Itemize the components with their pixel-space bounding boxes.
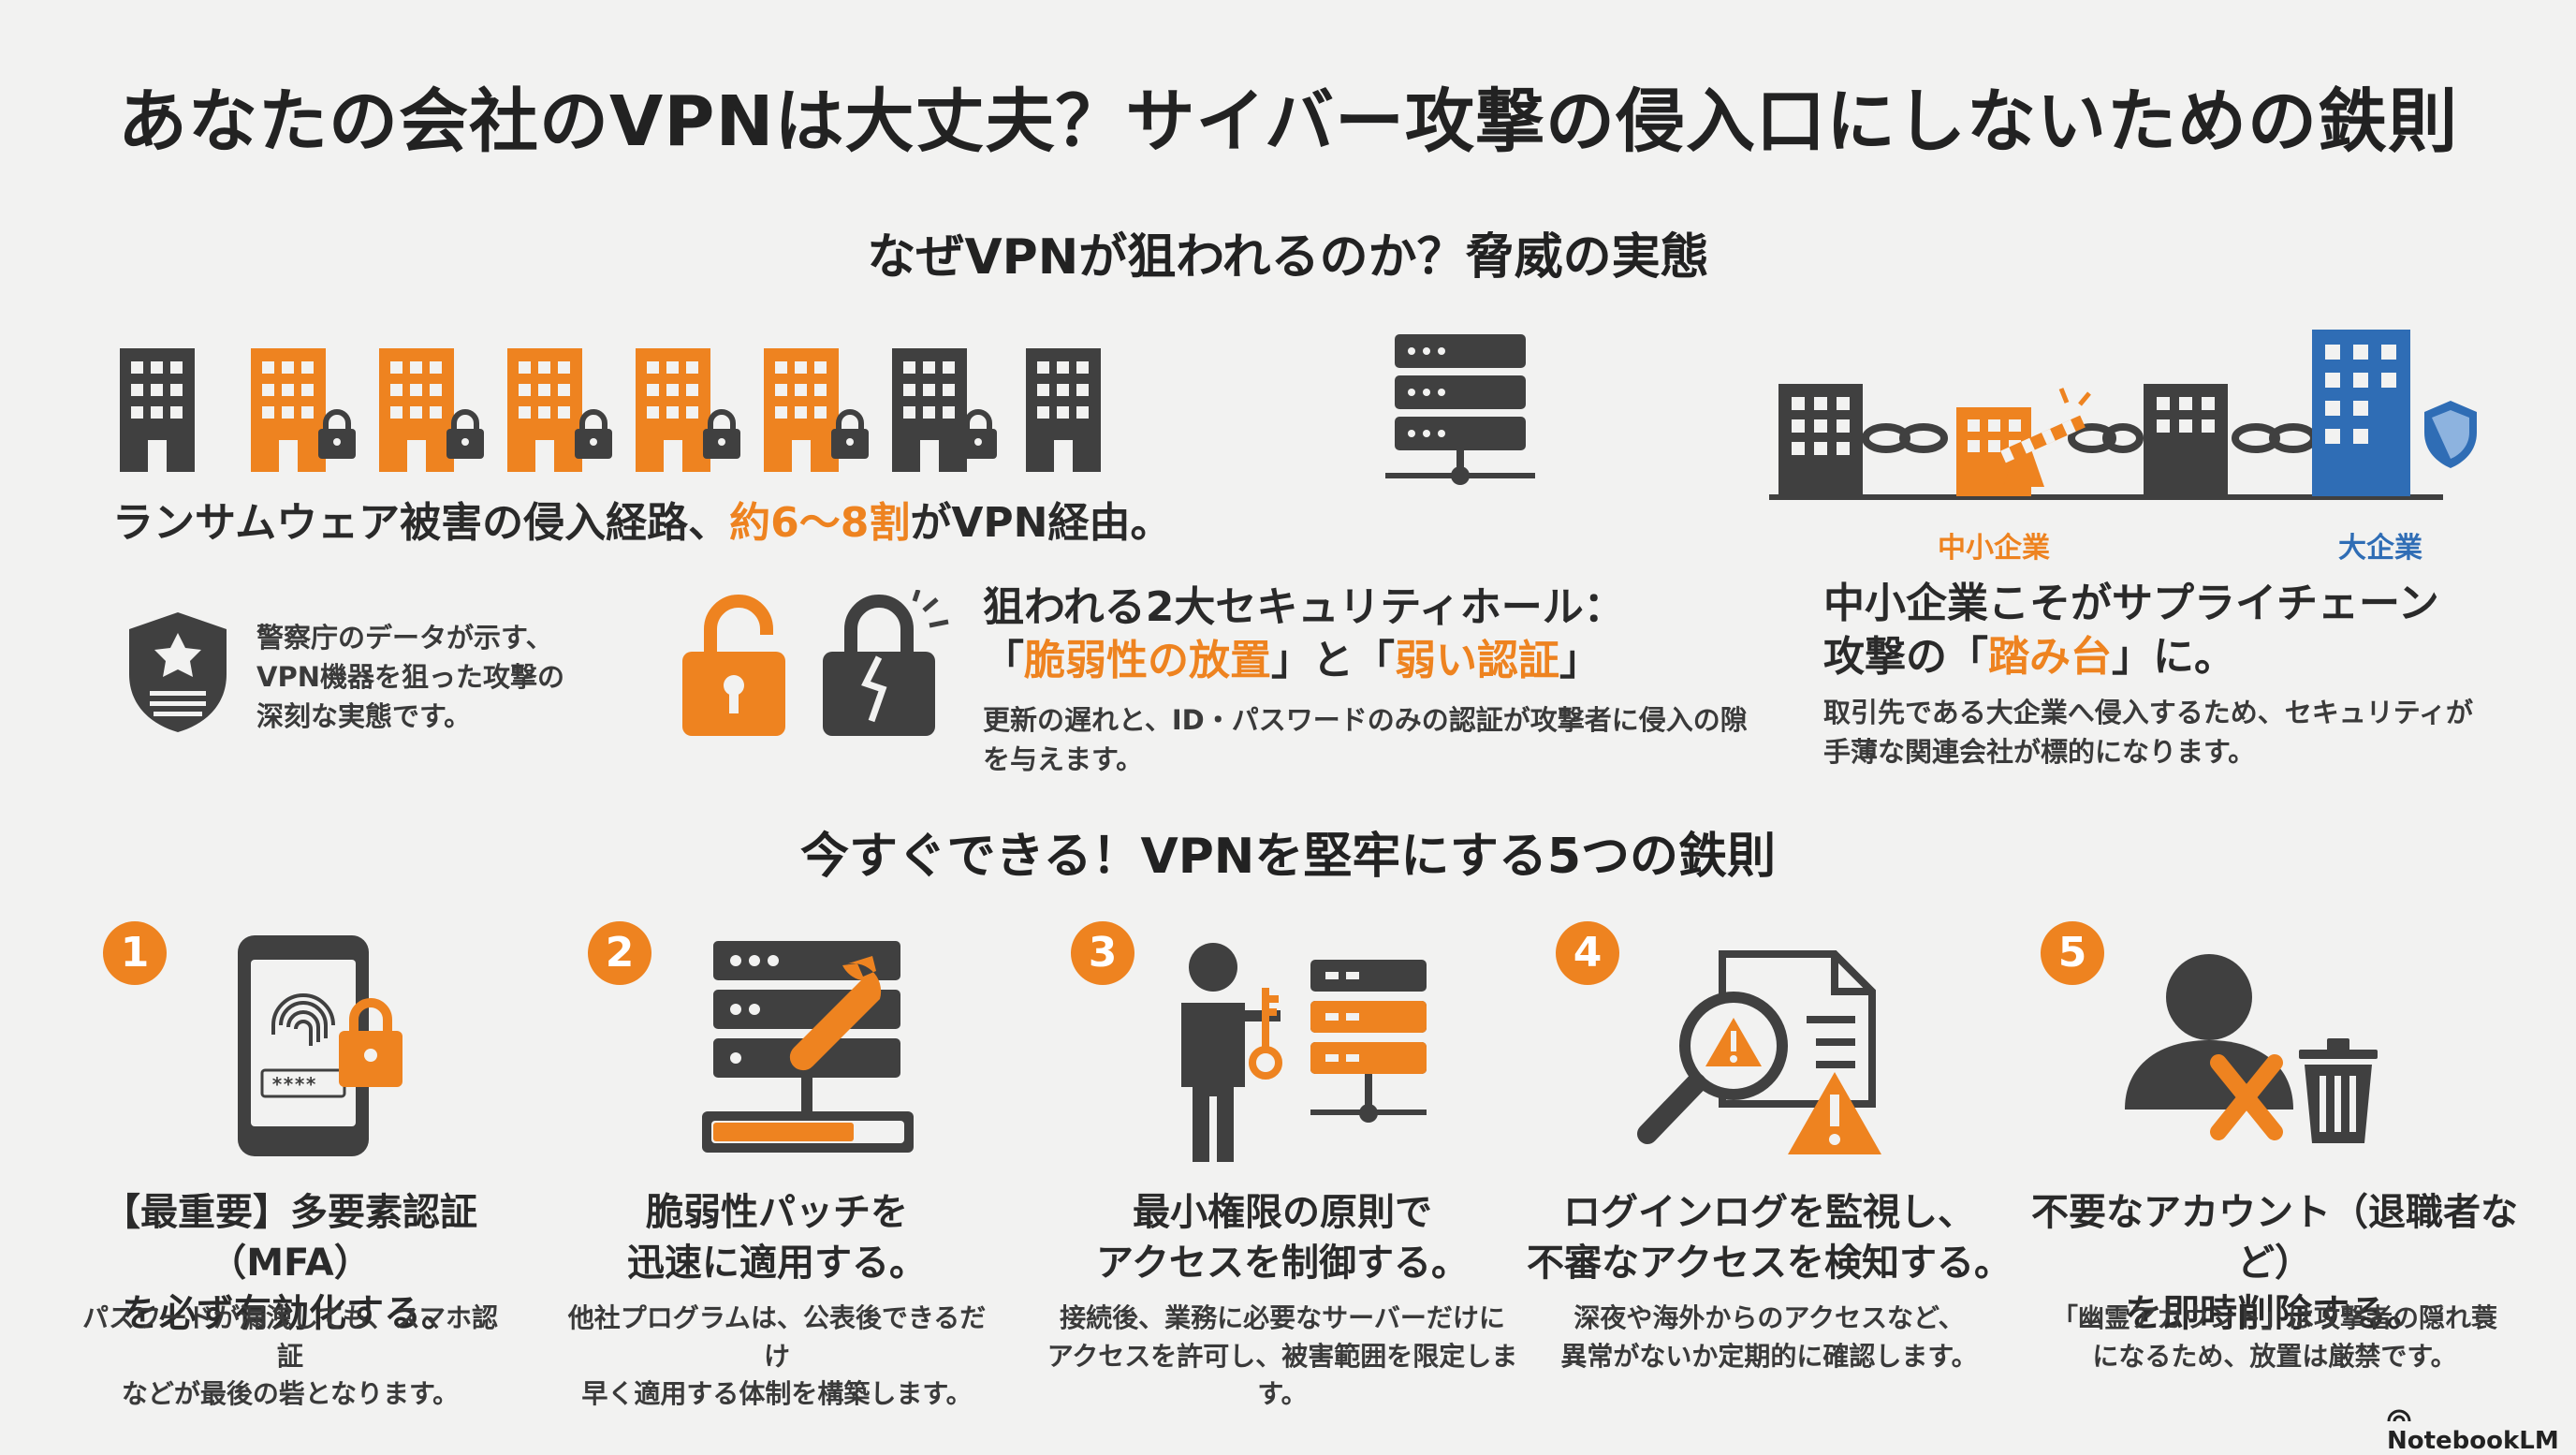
police-line1: 警察庁のデータが示す、 [256, 622, 553, 654]
rule-5-number: 5 [2041, 921, 2104, 985]
security-holes-heading: 狙われる2大セキュリティホール： 「脆弱性の放置」と「弱い認証」 [983, 581, 1625, 687]
phone-fingerprint-lock-icon: **** [238, 935, 402, 1156]
rule-3-number: 3 [1071, 921, 1134, 985]
rule-2-desc: 他社プログラムは、公表後できるだけ 早く適用する体制を構築します。 [562, 1300, 992, 1414]
rule-1-desc1: パスワードが漏洩しても、スマホ認証 [81, 1302, 499, 1372]
rule-2-desc1: 他社プログラムは、公表後できるだけ [567, 1302, 987, 1372]
notebooklm-icon [2387, 1409, 2411, 1422]
section-threat-title: なぜVPNが狙われるのか？脅威の実態 [867, 229, 1709, 286]
supply-heading: 中小企業こそがサプライチェーン 攻撃の「踏み台」に。 [1823, 577, 2439, 683]
rule-1-desc2: などが最後の砦となります。 [121, 1378, 460, 1410]
label-small-company: 中小企業 [1938, 532, 2050, 565]
ransom-pre: ランサムウェア被害の侵入経路、 [112, 499, 730, 547]
rule-2-head: 脆弱性パッチを 迅速に適用する。 [562, 1187, 992, 1288]
rule-4-head2: 不審なアクセスを検知する。 [1527, 1242, 2012, 1285]
rule-5-desc: 「幽霊アカウント」は攻撃者の隠れ蓑 になるため、放置は厳禁です。 [2012, 1300, 2537, 1375]
supply-line2: 攻撃の「踏み台」に。 [1823, 630, 2439, 683]
rule-1-desc: パスワードが漏洩しても、スマホ認証 などが最後の砦となります。 [75, 1300, 505, 1414]
log-search-warning-icon [1637, 950, 1881, 1154]
notebooklm-logo: NotebookLM [2387, 1399, 2576, 1455]
police-text: 警察庁のデータが示す、 VPN機器を狙った攻撃の 深刻な実態です。 [256, 618, 564, 736]
rule-3-head2: アクセスを制御する。 [1096, 1242, 1469, 1285]
holes-line1: 狙われる2大セキュリティホール： [983, 583, 1625, 631]
rule-1-head: 【最重要】多要素認証（MFA） を必ず有効化する。 [75, 1187, 505, 1339]
server-icon [1385, 334, 1535, 485]
rule-3-desc2: アクセスを許可し、被害範囲を限定します。 [1046, 1340, 1518, 1410]
ransom-highlight: 約6〜8割 [729, 499, 911, 547]
page-title: あなたの会社のVPNは大丈夫？サイバー攻撃の侵入口にしないための鉄則 [118, 81, 2458, 162]
supply-desc2: 手薄な関連会社が標的になります。 [1823, 736, 2256, 769]
rule-5-desc1: 「幽霊アカウント」は攻撃者の隠れ蓑 [2051, 1302, 2497, 1333]
quote-open: 「 [983, 637, 1024, 685]
supply-pre: 攻撃の「 [1823, 633, 1988, 682]
supply-chain-icon [1769, 330, 2477, 500]
rule-3-head: 最小権限の原則で アクセスを制御する。 [1030, 1187, 1535, 1288]
quote-close: 」 [1559, 637, 1601, 685]
holes-desc2: を与えます。 [983, 743, 1144, 776]
rule-5-desc2: になるため、放置は厳禁です。 [2092, 1340, 2457, 1372]
rule-4-head: ログインログを監視し、 不審なアクセスを検知する。 [1516, 1187, 2022, 1288]
police-line3: 深刻な実態です。 [256, 700, 472, 733]
person-key-server-icon [1181, 943, 1427, 1162]
rule-3-head1: 最小権限の原則で [1133, 1191, 1432, 1234]
holes-line2: 「脆弱性の放置」と「弱い認証」 [983, 634, 1625, 687]
section-rules-title: 今すぐできる！VPNを堅牢にする5つの鉄則 [799, 829, 1777, 885]
rule-1-head2: を必ず有効化する。 [122, 1292, 459, 1335]
supply-line1: 中小企業こそがサプライチェーン [1823, 580, 2439, 627]
rule-1-head1: 【最重要】多要素認証（MFA） [103, 1191, 477, 1285]
police-line2: VPN機器を狙った攻撃の [256, 661, 564, 694]
ransom-post: がVPN経由。 [910, 499, 1172, 547]
open-padlock-icon [682, 590, 949, 736]
rule-3-desc: 接続後、業務に必要なサーバーだけに アクセスを許可し、被害範囲を限定します。 [1030, 1300, 1535, 1414]
rule-4-desc2: 異常がないか定期的に確認します。 [1560, 1340, 1978, 1372]
rule-4-head1: ログインログを監視し、 [1563, 1191, 1975, 1234]
supply-desc: 取引先である大企業へ侵入するため、セキュリティが 手薄な関連会社が標的になります… [1823, 693, 2473, 772]
label-large-company: 大企業 [2338, 532, 2422, 565]
supply-post: 」に。 [2112, 633, 2235, 682]
rule-5-head1: 不要なアカウント（退職者など） [2031, 1191, 2518, 1285]
rule-2-desc2: 早く適用する体制を構築します。 [581, 1378, 973, 1410]
ransom-stat: ランサムウェア被害の侵入経路、約6〜8割がVPN経由。 [112, 496, 1171, 550]
server-wrench-icon [702, 941, 914, 1153]
quote-mid: 」と「 [1271, 637, 1395, 685]
holes-highlight-vuln: 脆弱性の放置 [1024, 637, 1271, 685]
rule-3-desc1: 接続後、業務に必要なサーバーだけに [1060, 1302, 1505, 1333]
user-delete-trash-icon [2125, 954, 2378, 1143]
police-badge-icon [129, 612, 227, 732]
rule-5-head: 不要なアカウント（退職者など） を即時削除する。 [2012, 1187, 2537, 1339]
brand-text: NotebookLM [2387, 1427, 2559, 1455]
rule-4-desc1: 深夜や海外からのアクセスなど、 [1573, 1302, 1965, 1333]
holes-desc1: 更新の遅れと、ID・パスワードのみの認証が攻撃者に侵入の隙 [983, 704, 1748, 736]
rule-2-head1: 脆弱性パッチを [646, 1191, 908, 1234]
rule-2-number: 2 [588, 921, 651, 985]
rule-1-number: 1 [103, 921, 167, 985]
holes-desc: 更新の遅れと、ID・パスワードのみの認証が攻撃者に侵入の隙 を与えます。 [983, 700, 1748, 779]
rule-4-number: 4 [1556, 921, 1619, 985]
holes-highlight-auth: 弱い認証 [1395, 637, 1559, 685]
supply-desc1: 取引先である大企業へ侵入するため、セキュリティが [1823, 697, 2473, 728]
rule-4-desc: 深夜や海外からのアクセスなど、 異常がないか定期的に確認します。 [1516, 1300, 2022, 1375]
buildings-row-icon [120, 348, 1101, 472]
supply-highlight: 踏み台 [1988, 633, 2112, 682]
pin-text: **** [271, 1073, 316, 1095]
rule-5-head2: を即時削除する。 [2125, 1292, 2424, 1335]
rule-2-head2: 迅速に適用する。 [627, 1242, 927, 1285]
